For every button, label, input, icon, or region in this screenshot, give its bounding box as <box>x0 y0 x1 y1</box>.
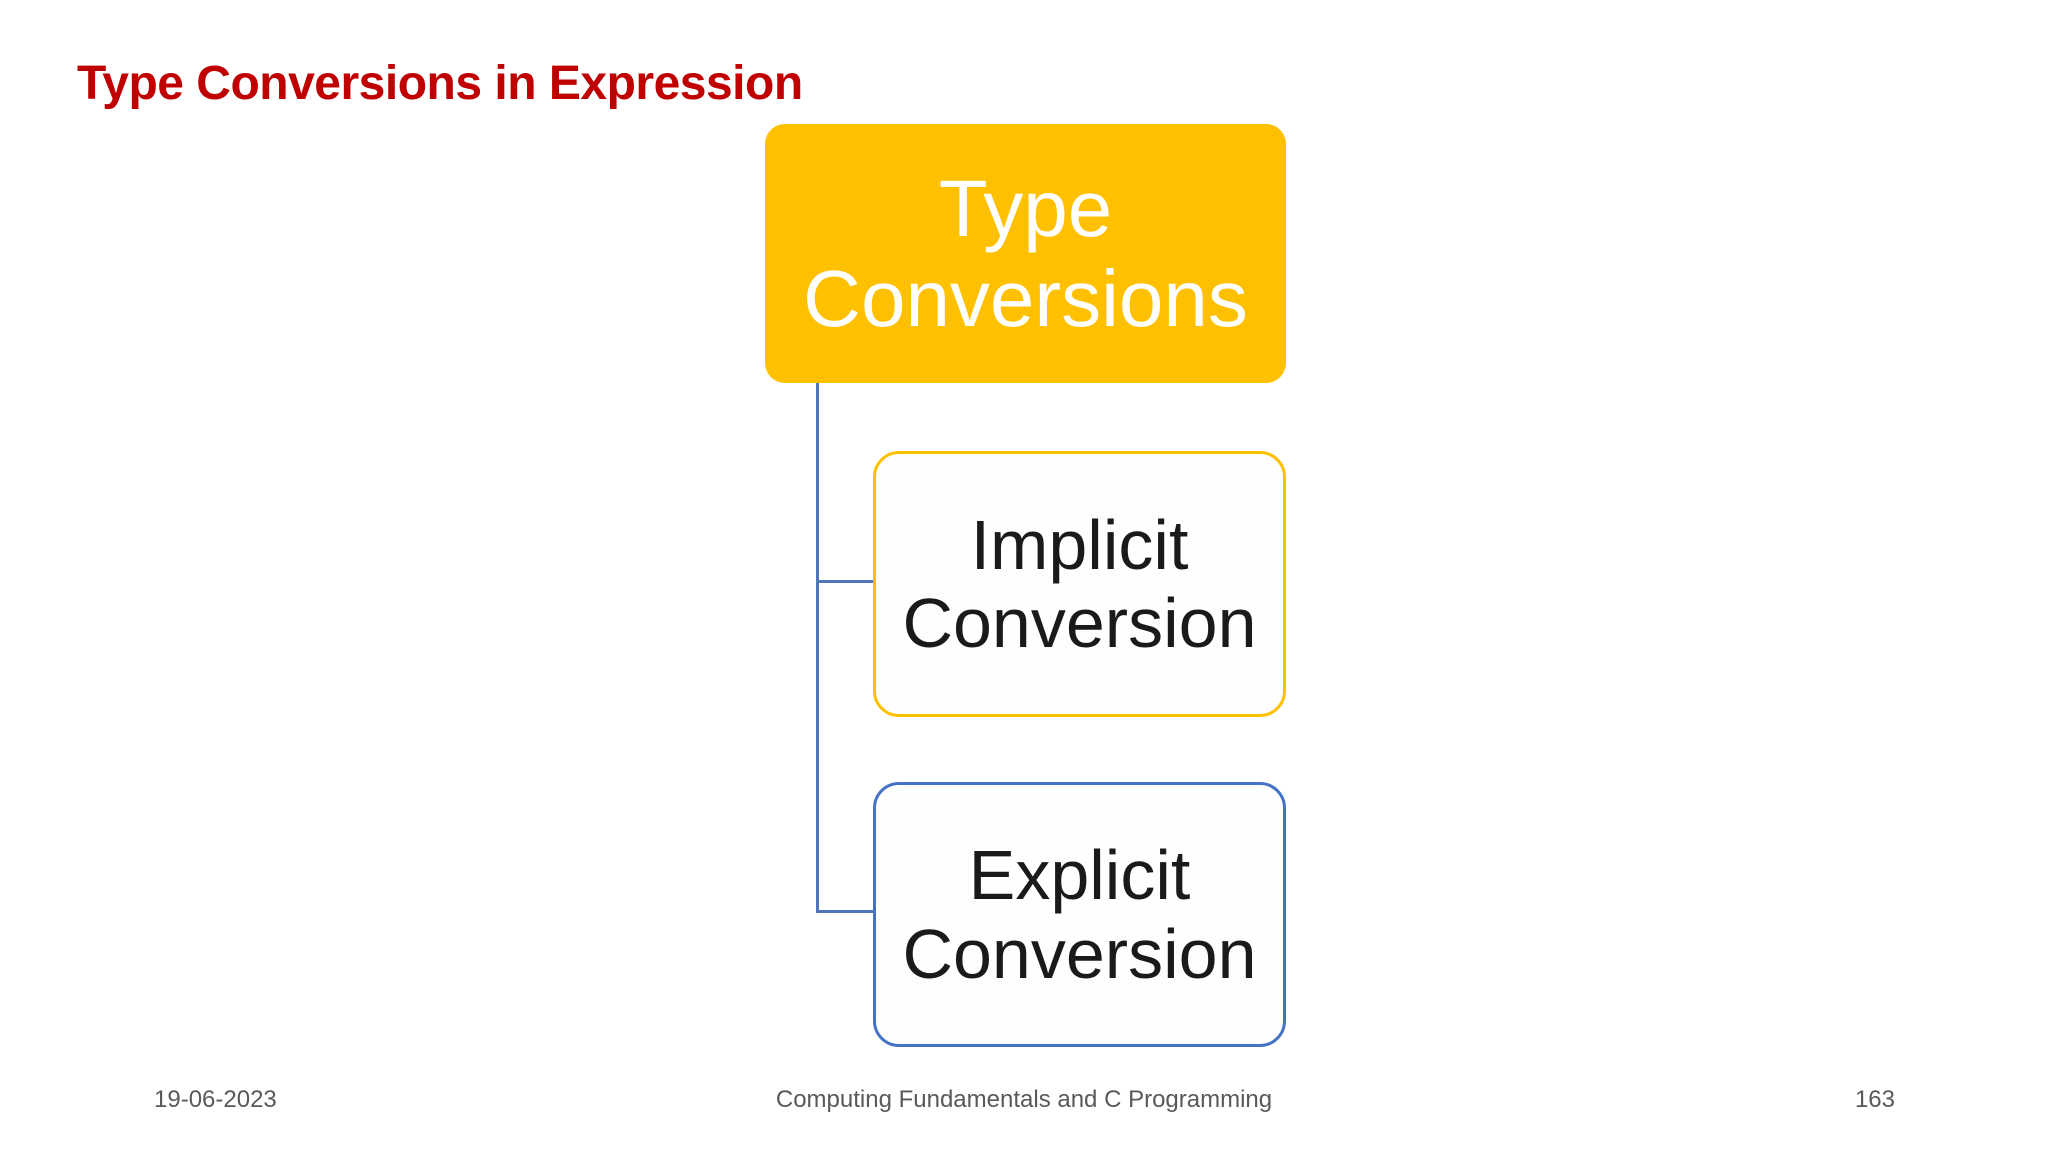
slide-title: Type Conversions in Expression <box>77 57 803 110</box>
connector-vertical-line <box>816 383 819 913</box>
diagram-node-implicit-conversion: Implicit Conversion <box>873 451 1286 717</box>
diagram-node-type-conversions: Type Conversions <box>765 124 1286 383</box>
diagram-node-label: Implicit Conversion <box>902 505 1257 662</box>
diagram-node-label: Type Conversions <box>803 163 1248 343</box>
diagram-node-label: Explicit Conversion <box>902 836 1257 993</box>
connector-branch-explicit <box>816 910 875 913</box>
footer-course-title: Computing Fundamentals and C Programming <box>775 1086 1273 1113</box>
connector-branch-implicit <box>816 580 875 583</box>
footer-page-number: 163 <box>1854 1086 1895 1113</box>
diagram-node-explicit-conversion: Explicit Conversion <box>873 782 1286 1047</box>
footer-date: 19-06-2023 <box>154 1086 277 1113</box>
